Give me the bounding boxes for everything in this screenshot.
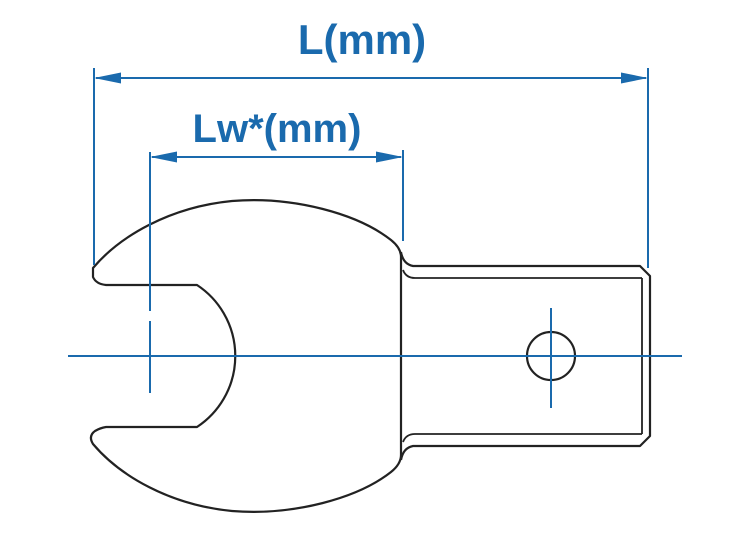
- l-arrow-left-icon: [94, 72, 121, 84]
- shank-bottom-chamfer-line: [402, 433, 642, 443]
- lw-arrow-left-icon: [150, 151, 177, 163]
- centerlines: [68, 152, 682, 408]
- l-dimension-label: L(mm): [298, 16, 426, 63]
- l-arrow-right-icon: [621, 72, 648, 84]
- lw-arrow-right-icon: [376, 151, 403, 163]
- dimension-overall-length: L(mm): [93, 16, 649, 268]
- dimension-working-length: Lw*(mm): [150, 107, 404, 241]
- wrench-head-outline: [89, 199, 403, 513]
- shank-top-chamfer-line: [402, 269, 642, 279]
- lw-dimension-label: Lw*(mm): [193, 107, 362, 151]
